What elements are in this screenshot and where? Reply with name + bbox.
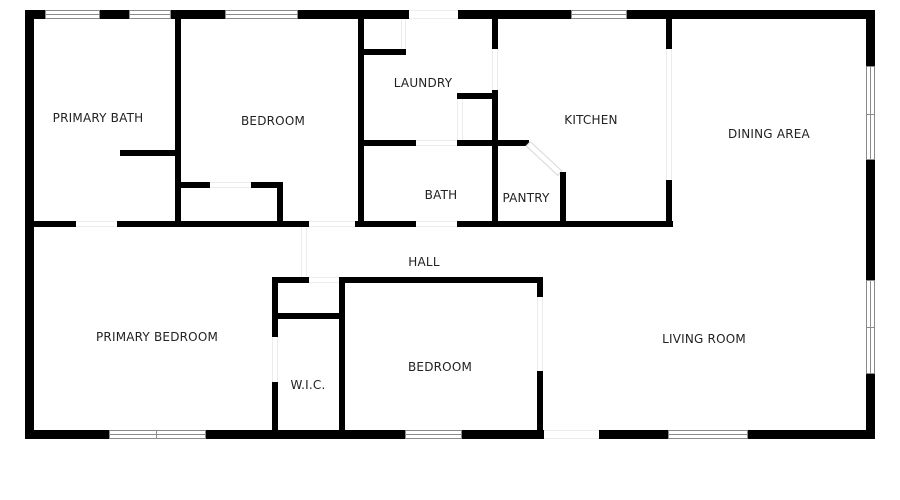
room-label-primary-bedroom: PRIMARY BEDROOM — [95, 330, 219, 344]
interior-wall — [117, 221, 309, 227]
interior-wall — [339, 277, 543, 283]
interior-wall — [666, 180, 672, 226]
interior-wall — [666, 19, 672, 49]
doorway — [309, 221, 355, 227]
window — [129, 10, 171, 19]
room-label-laundry: LAUNDRY — [393, 76, 453, 90]
interior-wall — [364, 49, 406, 55]
window — [109, 430, 157, 439]
room-label-living-room: LIVING ROOM — [662, 332, 746, 346]
room-label-dining-area: DINING AREA — [728, 127, 810, 141]
room-label-hall: HALL — [408, 255, 440, 269]
interior-wall — [339, 277, 345, 432]
window — [45, 10, 100, 19]
interior-wall — [492, 90, 498, 226]
room-label-bedroom-2: BEDROOM — [240, 114, 306, 128]
doorway — [301, 227, 307, 277]
closet-opening — [210, 182, 251, 188]
exterior-wall-bottom — [206, 430, 405, 439]
window — [866, 114, 875, 160]
interior-wall — [175, 19, 181, 226]
doorway — [492, 49, 498, 90]
exterior-wall-top — [171, 10, 225, 19]
interior-wall — [537, 371, 543, 432]
room-label-bedroom-3: BEDROOM — [407, 360, 473, 374]
pantry-door — [525, 140, 563, 177]
interior-wall — [364, 140, 416, 146]
room-label-wic: W.I.C. — [290, 378, 326, 392]
exterior-wall-top — [100, 10, 129, 19]
exterior-wall-bottom — [599, 430, 668, 439]
exterior-wall-right — [866, 160, 875, 280]
room-label-primary-bath: PRIMARY BATH — [52, 111, 144, 125]
doorway — [416, 140, 457, 146]
interior-wall — [251, 182, 283, 188]
exterior-wall-top — [627, 10, 875, 19]
opening — [666, 49, 672, 180]
window — [405, 430, 462, 439]
window — [225, 10, 298, 19]
interior-wall — [178, 182, 210, 188]
window — [668, 430, 748, 439]
interior-wall — [272, 382, 278, 432]
room-label-pantry: PANTRY — [502, 191, 550, 205]
interior-wall — [492, 19, 498, 49]
interior-wall — [355, 221, 416, 227]
exterior-wall-bottom — [748, 430, 875, 439]
interior-wall — [272, 317, 278, 337]
interior-wall — [272, 277, 309, 283]
closet-opening — [457, 99, 463, 140]
interior-wall — [537, 277, 543, 297]
doorway — [537, 297, 543, 371]
doorway — [272, 337, 278, 382]
room-label-bath: BATH — [424, 188, 458, 202]
doorway — [409, 10, 458, 19]
window — [156, 430, 206, 439]
exterior-wall-bottom — [462, 430, 544, 439]
exterior-wall-top — [298, 10, 409, 19]
exterior-wall-right — [866, 10, 875, 66]
doorway — [416, 221, 457, 227]
interior-wall — [278, 313, 340, 319]
exterior-wall-right — [866, 374, 875, 438]
room-label-kitchen: KITCHEN — [564, 113, 618, 127]
exterior-wall-top — [458, 10, 571, 19]
interior-wall — [277, 182, 283, 226]
exterior-wall-bottom — [25, 430, 109, 439]
window — [866, 280, 875, 328]
interior-wall — [358, 19, 364, 226]
window — [866, 327, 875, 374]
interior-wall — [34, 221, 76, 227]
window — [866, 66, 875, 116]
window — [571, 10, 627, 19]
exterior-wall-top — [25, 10, 45, 19]
front-door-opening — [544, 430, 599, 439]
closet-opening — [401, 19, 406, 49]
exterior-wall-left — [25, 10, 34, 438]
interior-wall — [272, 277, 278, 317]
doorway — [309, 277, 339, 283]
interior-wall — [560, 172, 566, 226]
doorway — [76, 221, 117, 227]
interior-wall — [457, 93, 497, 99]
interior-wall — [120, 150, 178, 156]
